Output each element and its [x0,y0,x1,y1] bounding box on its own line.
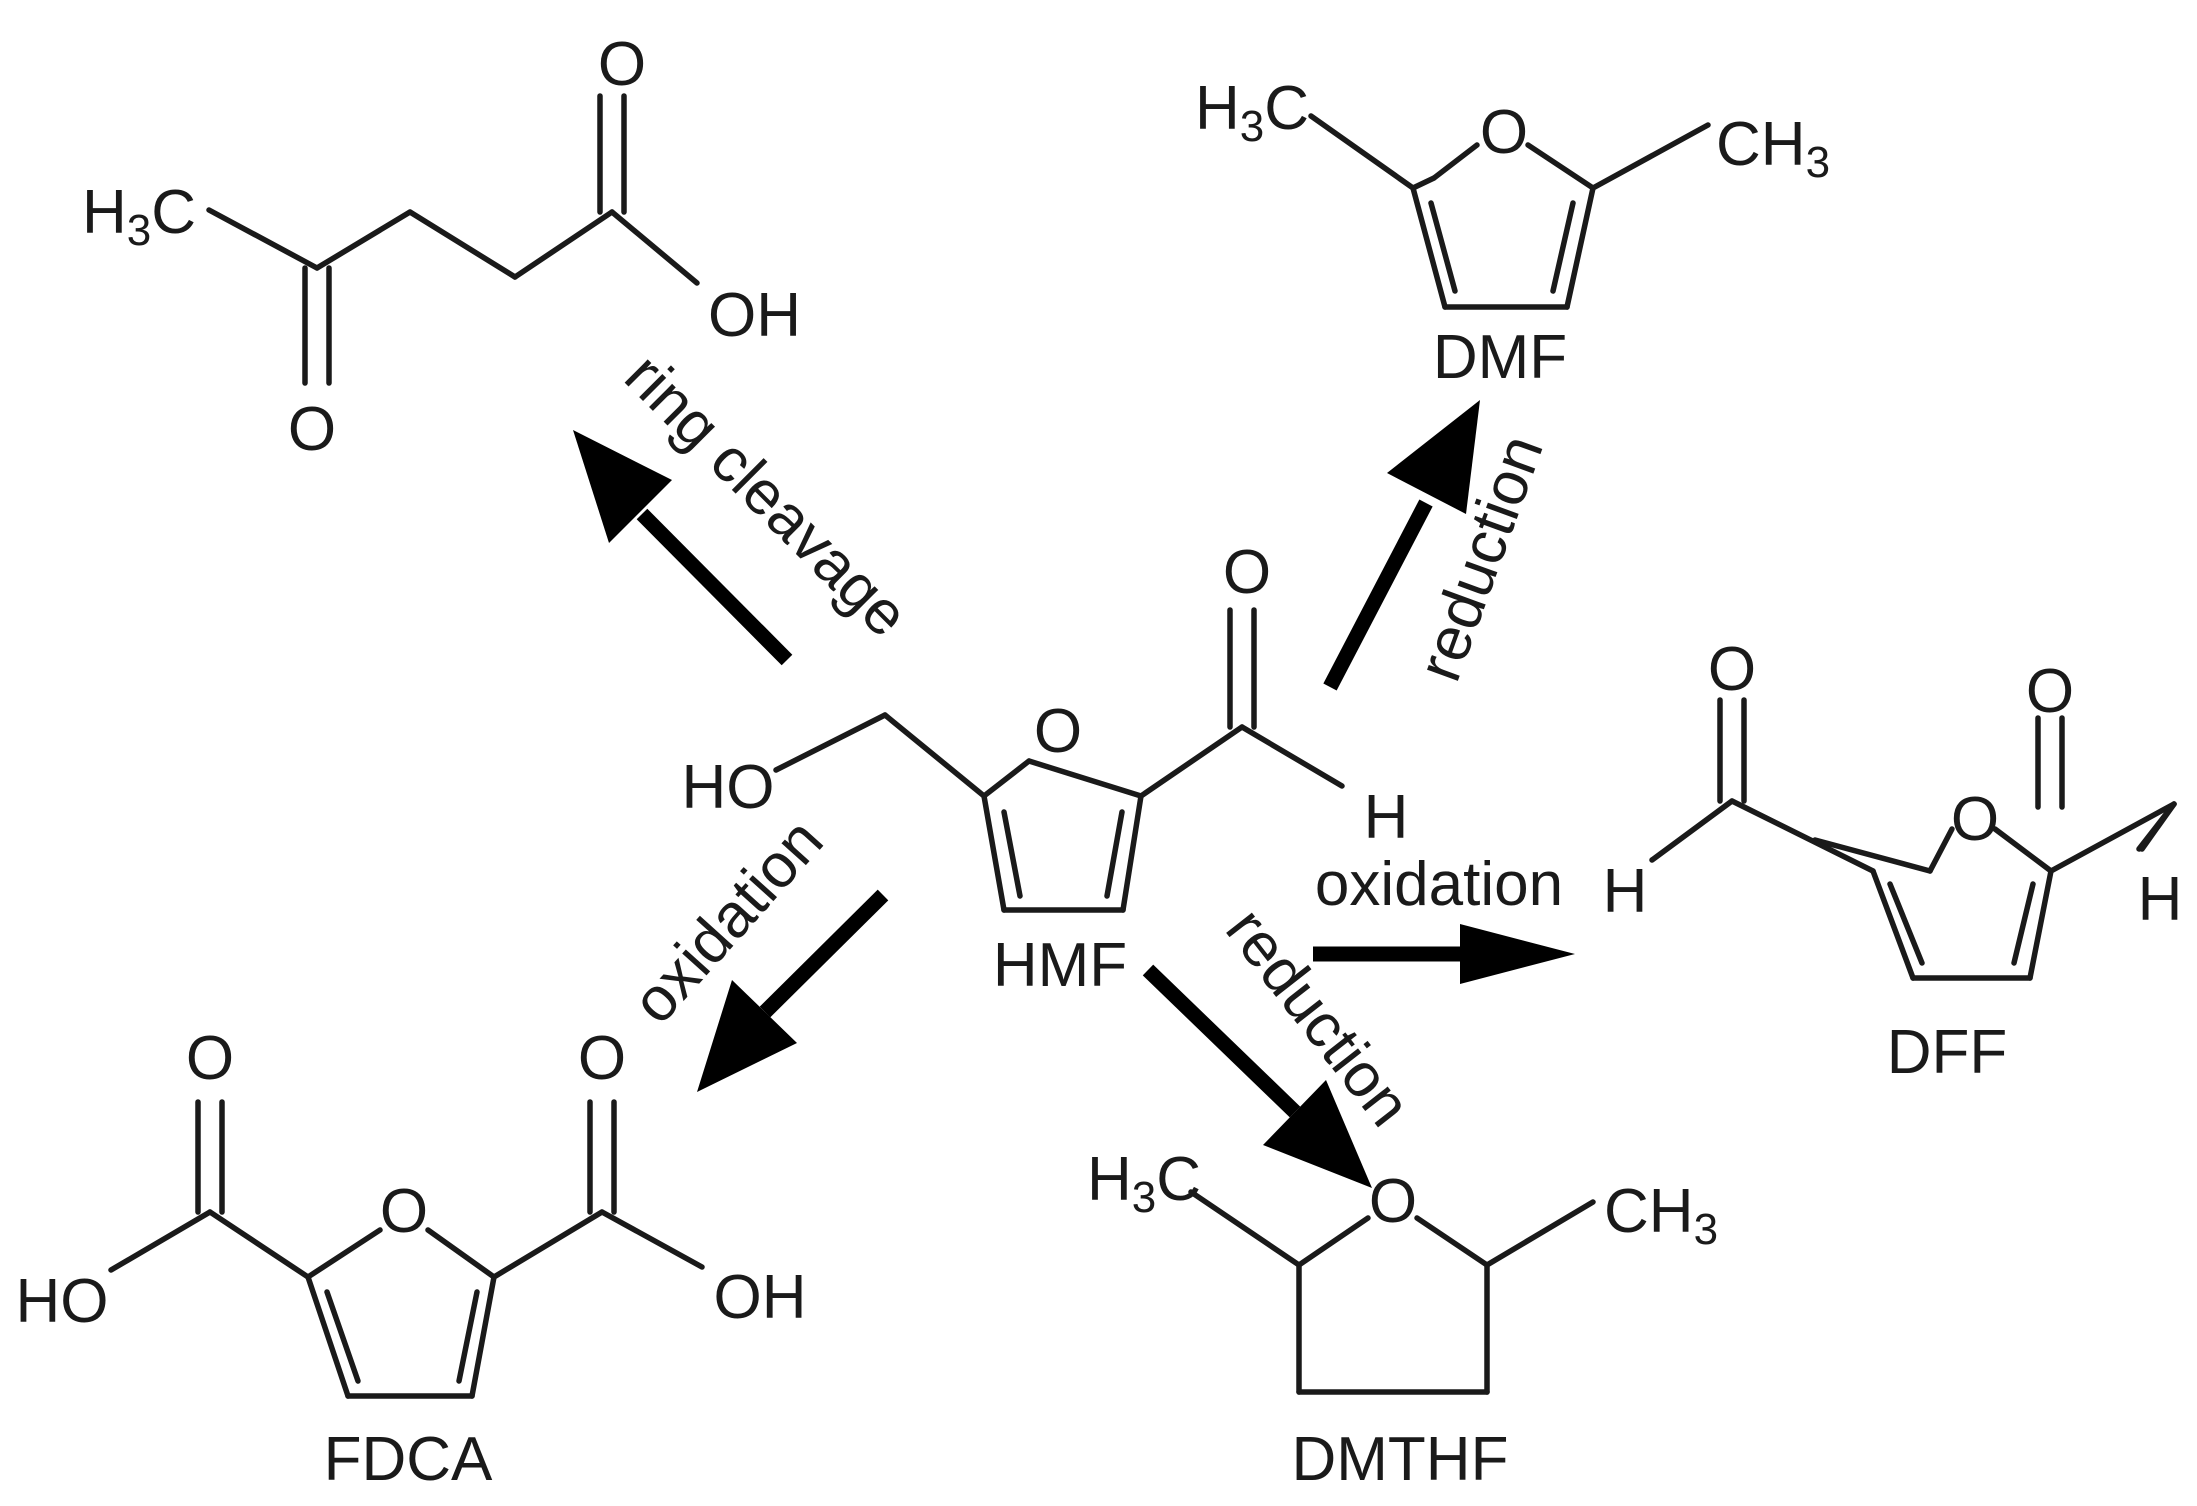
dmf-right-methyl: CH3 [1716,110,1830,187]
hmf-double-bond [1104,809,1125,899]
hmf-aldehyde-oxygen: O [1223,538,1271,607]
dff-bond [2027,868,2054,981]
dmf-double-bond [1550,200,1576,294]
hmf-aldehyde-hydrogen: H [1364,783,1409,852]
arrow-reduction-dmf [1323,400,1480,691]
levulinic-bond [609,209,700,286]
dmf-bond [1308,113,1416,191]
levulinic-bond [206,207,320,271]
dff-bond [1927,826,1955,874]
dff-double-bond [1887,881,1925,966]
fdca-bond [599,1209,705,1270]
dff-molecule: O O O H H DFF [1603,635,2183,1087]
hmf-bond [1120,793,1144,913]
fdca-bond [207,1209,311,1280]
dff-right-aldehyde-oxygen: O [2026,657,2074,726]
hmf-bond [981,793,1007,913]
dmf-bond [1410,185,1448,310]
dmthf-molecule: O H3C CH3 DMTHF [1087,1145,1718,1494]
dmf-bond [1564,185,1596,310]
fdca-right-carbonyl-oxygen: O [578,1024,626,1093]
dff-bond [1649,798,1735,863]
hmf-name: HMF [993,931,1127,1000]
dmf-molecule: O H3C CH3 DMF [1195,74,1830,392]
fdca-right-hydroxyl: OH [714,1263,807,1332]
dff-bond [2048,801,2177,874]
levulinic-bond [314,209,413,271]
dff-bond [1992,826,2054,874]
hmf-bond [1026,758,1144,799]
fdca-name: FDCA [324,1425,493,1494]
hmf-bond [981,758,1032,799]
levulinic-acid-molecule: H3C O OH O [82,30,801,464]
dmf-double-bond [1428,200,1458,294]
fdca-molecule: O O O HO OH FDCA [16,1024,807,1494]
levulinic-carbonyl-oxygen: O [598,30,646,99]
dmf-bond [1590,122,1711,191]
dmthf-bond [1188,1189,1302,1268]
levulinic-bond [512,209,615,280]
dff-left-aldehyde-hydrogen: H [1603,857,1648,926]
fdca-bond [469,1274,497,1399]
dff-ring-oxygen: O [1951,785,1999,854]
dff-bond [1870,868,1916,981]
hmf-hydroxyl: HO [682,753,775,822]
fdca-left-carbonyl-oxygen: O [186,1024,234,1093]
label-oxidation-dff: oxidation [1315,850,1563,919]
hmf-bond [1239,724,1345,789]
fdca-bond [425,1227,497,1280]
fdca-double-bond [324,1289,361,1384]
arrow-ring-cleavage [573,430,793,666]
fdca-bond [305,1227,383,1280]
levulinic-hydroxyl: OH [708,281,801,350]
fdca-double-bond [456,1289,480,1384]
hmf-double-bond [1001,809,1023,899]
dff-left-aldehyde-oxygen: O [1708,635,1756,704]
hmf-bond [882,712,987,799]
fdca-bond [305,1274,351,1399]
dmf-bond [1431,142,1480,181]
dmf-ring-oxygen: O [1480,98,1528,167]
arrow-oxidation-fdca [697,889,889,1092]
fdca-bond [108,1209,213,1273]
dff-bond [1729,798,1876,874]
hmf-bond [773,712,888,773]
dff-name: DFF [1887,1018,2008,1087]
levulinic-ketone-oxygen: O [288,395,336,464]
dmf-left-methyl: H3C [1195,74,1309,151]
fdca-left-hydroxyl: HO [16,1267,109,1336]
dmthf-bond [1296,1215,1371,1268]
dmthf-left-methyl: H3C [1087,1145,1201,1222]
dff-right-aldehyde-hydrogen: H [2138,865,2183,934]
dff-double-bond [2011,881,2036,966]
dff-bond [1812,837,1933,874]
levulinic-bond [407,209,518,280]
dmthf-bond [1484,1199,1596,1268]
hmf-ring-oxygen: O [1034,697,1082,766]
dmf-name: DMF [1433,323,1567,392]
arrow-oxidation-dff [1313,924,1575,984]
fdca-bond [491,1209,605,1280]
dmf-bond [1525,142,1596,191]
label-ring-cleavage: ring cleavage [612,341,922,651]
dmthf-bond [1414,1215,1490,1268]
dmthf-ring-oxygen: O [1369,1167,1417,1236]
hmf-bond [1138,724,1245,799]
arrow-reduction-dmthf [1142,964,1372,1188]
hmf-molecule: O HO O H HMF [682,538,1409,1000]
dmf-bond [1410,175,1437,191]
dff-bond [2136,801,2177,852]
dmthf-name: DMTHF [1292,1425,1509,1494]
fdca-ring-oxygen: O [380,1177,428,1246]
levulinic-methyl: H3C [82,178,196,255]
dmthf-right-methyl: CH3 [1604,1177,1718,1254]
